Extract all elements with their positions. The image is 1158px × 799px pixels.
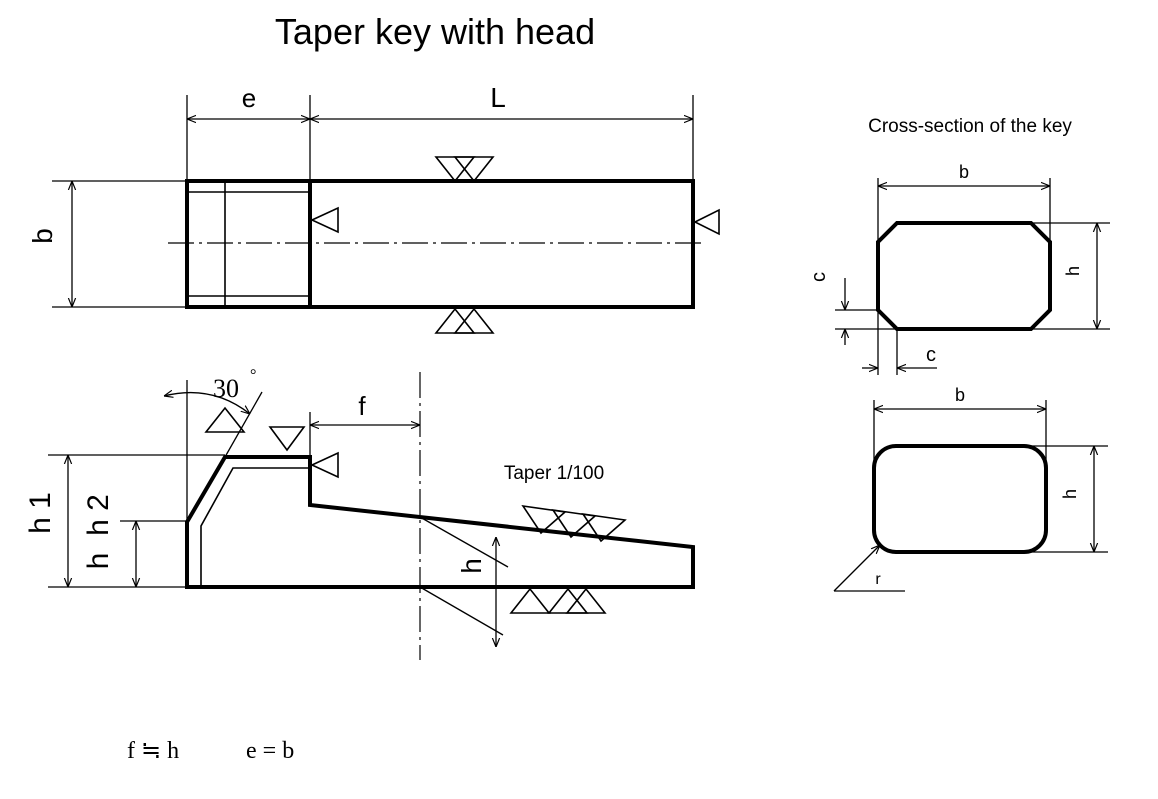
finish-symbol-top xyxy=(434,156,495,183)
label-h-chamfered: h xyxy=(1063,266,1083,276)
label-degree: ° xyxy=(250,367,256,384)
page-title: Taper key with head xyxy=(275,11,595,52)
label-e: e xyxy=(242,83,256,113)
finish-symbol-chamfer xyxy=(204,406,246,433)
label-r: r xyxy=(875,571,881,588)
finish-symbol-head-face-side xyxy=(310,451,339,479)
label-taper: Taper 1/100 xyxy=(504,463,604,484)
formula-block: f ≒ h e = b xyxy=(127,738,294,764)
cross-section-title: Cross-section of the key xyxy=(868,116,1072,137)
key-side-outline xyxy=(185,455,695,589)
cross-section-chamfered: b h c c xyxy=(808,162,1110,375)
formula-e-b: e = b xyxy=(246,738,294,764)
finish-symbol-head-face xyxy=(310,206,339,234)
finish-symbol-taper xyxy=(521,504,627,543)
label-L: L xyxy=(490,82,506,113)
finish-symbol-base xyxy=(509,587,607,614)
rounded-outline xyxy=(872,444,1048,554)
chamfered-outline xyxy=(876,221,1052,331)
label-angle: 30 xyxy=(213,374,239,403)
label-h1: h 1 xyxy=(24,492,57,534)
label-h2: h 2 xyxy=(82,494,115,536)
cross-section-panel: Cross-section of the key b h c c xyxy=(808,116,1110,592)
label-c-vertical: c xyxy=(808,272,830,282)
formula-f-h: f ≒ h xyxy=(127,738,179,764)
leader-r-diagonal xyxy=(833,545,880,592)
label-h-left: h xyxy=(82,553,115,570)
finish-symbol-end-face xyxy=(693,208,720,236)
head-chamfer-lines xyxy=(200,467,310,587)
label-h: h xyxy=(456,558,487,574)
finish-symbol-head-top xyxy=(268,426,306,452)
finish-symbol-bottom xyxy=(434,307,495,334)
label-b: b xyxy=(27,228,58,244)
label-f: f xyxy=(358,391,366,421)
side-view: f 30 ° h 1 h 2 h Taper 1/100 h xyxy=(24,367,695,660)
angle-arc xyxy=(164,393,250,414)
label-c-horizontal: c xyxy=(926,344,936,366)
label-b1: b xyxy=(959,162,969,182)
ext-line-angle-sloped xyxy=(224,391,263,458)
top-view: e L b xyxy=(27,82,720,334)
label-h-rounded: h xyxy=(1060,489,1080,499)
label-b2: b xyxy=(955,385,965,405)
cross-section-rounded: b h r xyxy=(833,385,1108,592)
key-top-outline xyxy=(185,179,695,309)
ext-line-h-bottom xyxy=(419,586,504,636)
